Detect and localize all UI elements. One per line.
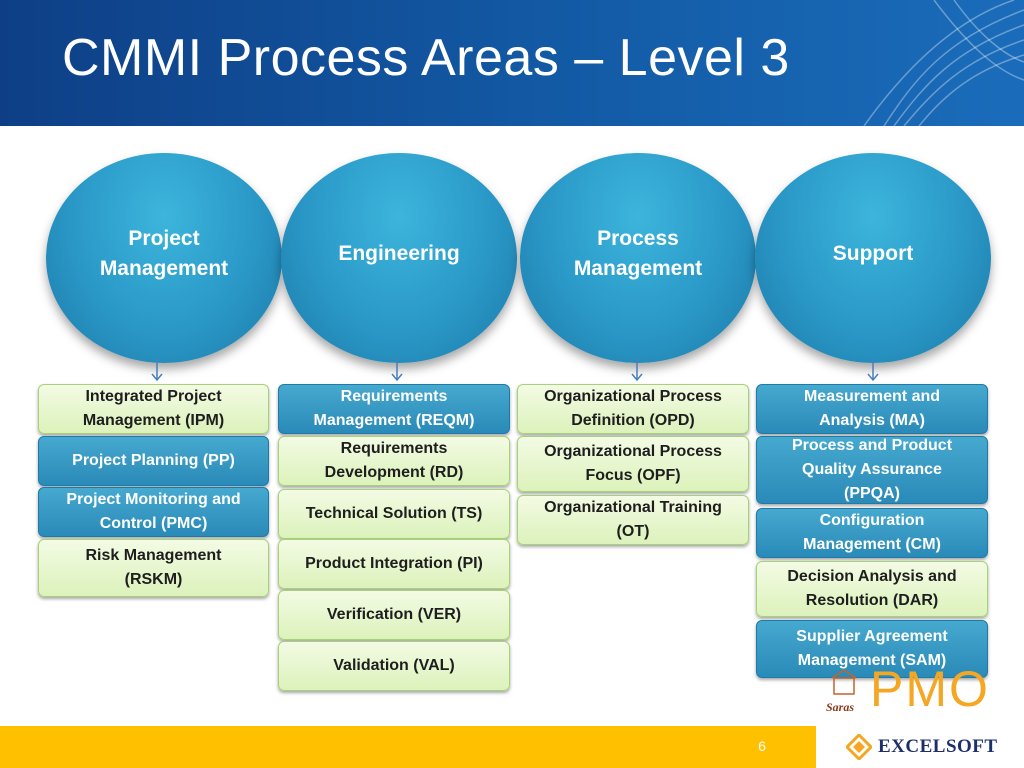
footer-bar: [0, 726, 816, 768]
decorative-swirl-icon: [863, 0, 1024, 126]
process-area-ts: Technical Solution (TS): [278, 489, 510, 539]
pmo-logo: PMO Saras: [826, 660, 1016, 717]
arrow-down-icon: [391, 358, 403, 382]
footer: 6 EXCELSOFT: [0, 726, 1024, 768]
excelsoft-diamond-icon: [846, 734, 872, 760]
saras-text: Saras: [826, 700, 855, 714]
category-label: Process Management: [573, 227, 703, 280]
excelsoft-logo: EXCELSOFT: [846, 730, 998, 764]
process-area-ver: Verification (VER): [278, 590, 510, 640]
process-area-pp: Project Planning (PP): [38, 436, 269, 486]
process-area-rskm: Risk Management (RSKM): [38, 539, 269, 597]
process-area-pi: Product Integration (PI): [278, 539, 510, 589]
category-label: Project Management: [99, 227, 229, 280]
svg-text:PMO: PMO: [870, 661, 990, 712]
arrow-down-icon: [151, 358, 163, 382]
title-banner: CMMI Process Areas – Level 3: [0, 0, 1024, 126]
process-area-sam: Supplier Agreement Management (SAM): [756, 620, 988, 678]
process-area-pmc: Project Monitoring and Control (PMC): [38, 487, 269, 537]
process-area-opd: Organizational Process Definition (OPD): [517, 384, 749, 434]
page-number: 6: [758, 738, 766, 754]
process-area-ipm: Integrated Project Management (IPM): [38, 384, 269, 434]
category-project-management: Project Management: [46, 153, 282, 363]
category-engineering: Engineering: [281, 153, 517, 363]
process-area-dar: Decision Analysis and Resolution (DAR): [756, 561, 988, 617]
process-area-ppqa: Process and Product Quality Assurance (P…: [756, 436, 988, 504]
arrow-down-icon: [631, 358, 643, 382]
category-support: Support: [755, 153, 991, 363]
saras-pmo-logo-icon: PMO: [831, 661, 990, 717]
slide-title: CMMI Process Areas – Level 3: [62, 29, 790, 87]
company-name: EXCELSOFT: [878, 736, 998, 757]
category-label: Engineering: [338, 242, 460, 265]
process-area-opf: Organizational Process Focus (OPF): [517, 436, 749, 492]
process-area-cm: Configuration Management (CM): [756, 508, 988, 558]
arrow-down-icon: [867, 358, 879, 382]
category-process-management: Process Management: [520, 153, 756, 363]
process-area-val: Validation (VAL): [278, 641, 510, 691]
process-area-ot: Organizational Training (OT): [517, 495, 749, 545]
category-label: Support: [832, 242, 914, 265]
process-area-rd: Requirements Development (RD): [278, 436, 510, 486]
process-area-reqm: Requirements Management (REQM): [278, 384, 510, 434]
process-area-ma: Measurement and Analysis (MA): [756, 384, 988, 434]
